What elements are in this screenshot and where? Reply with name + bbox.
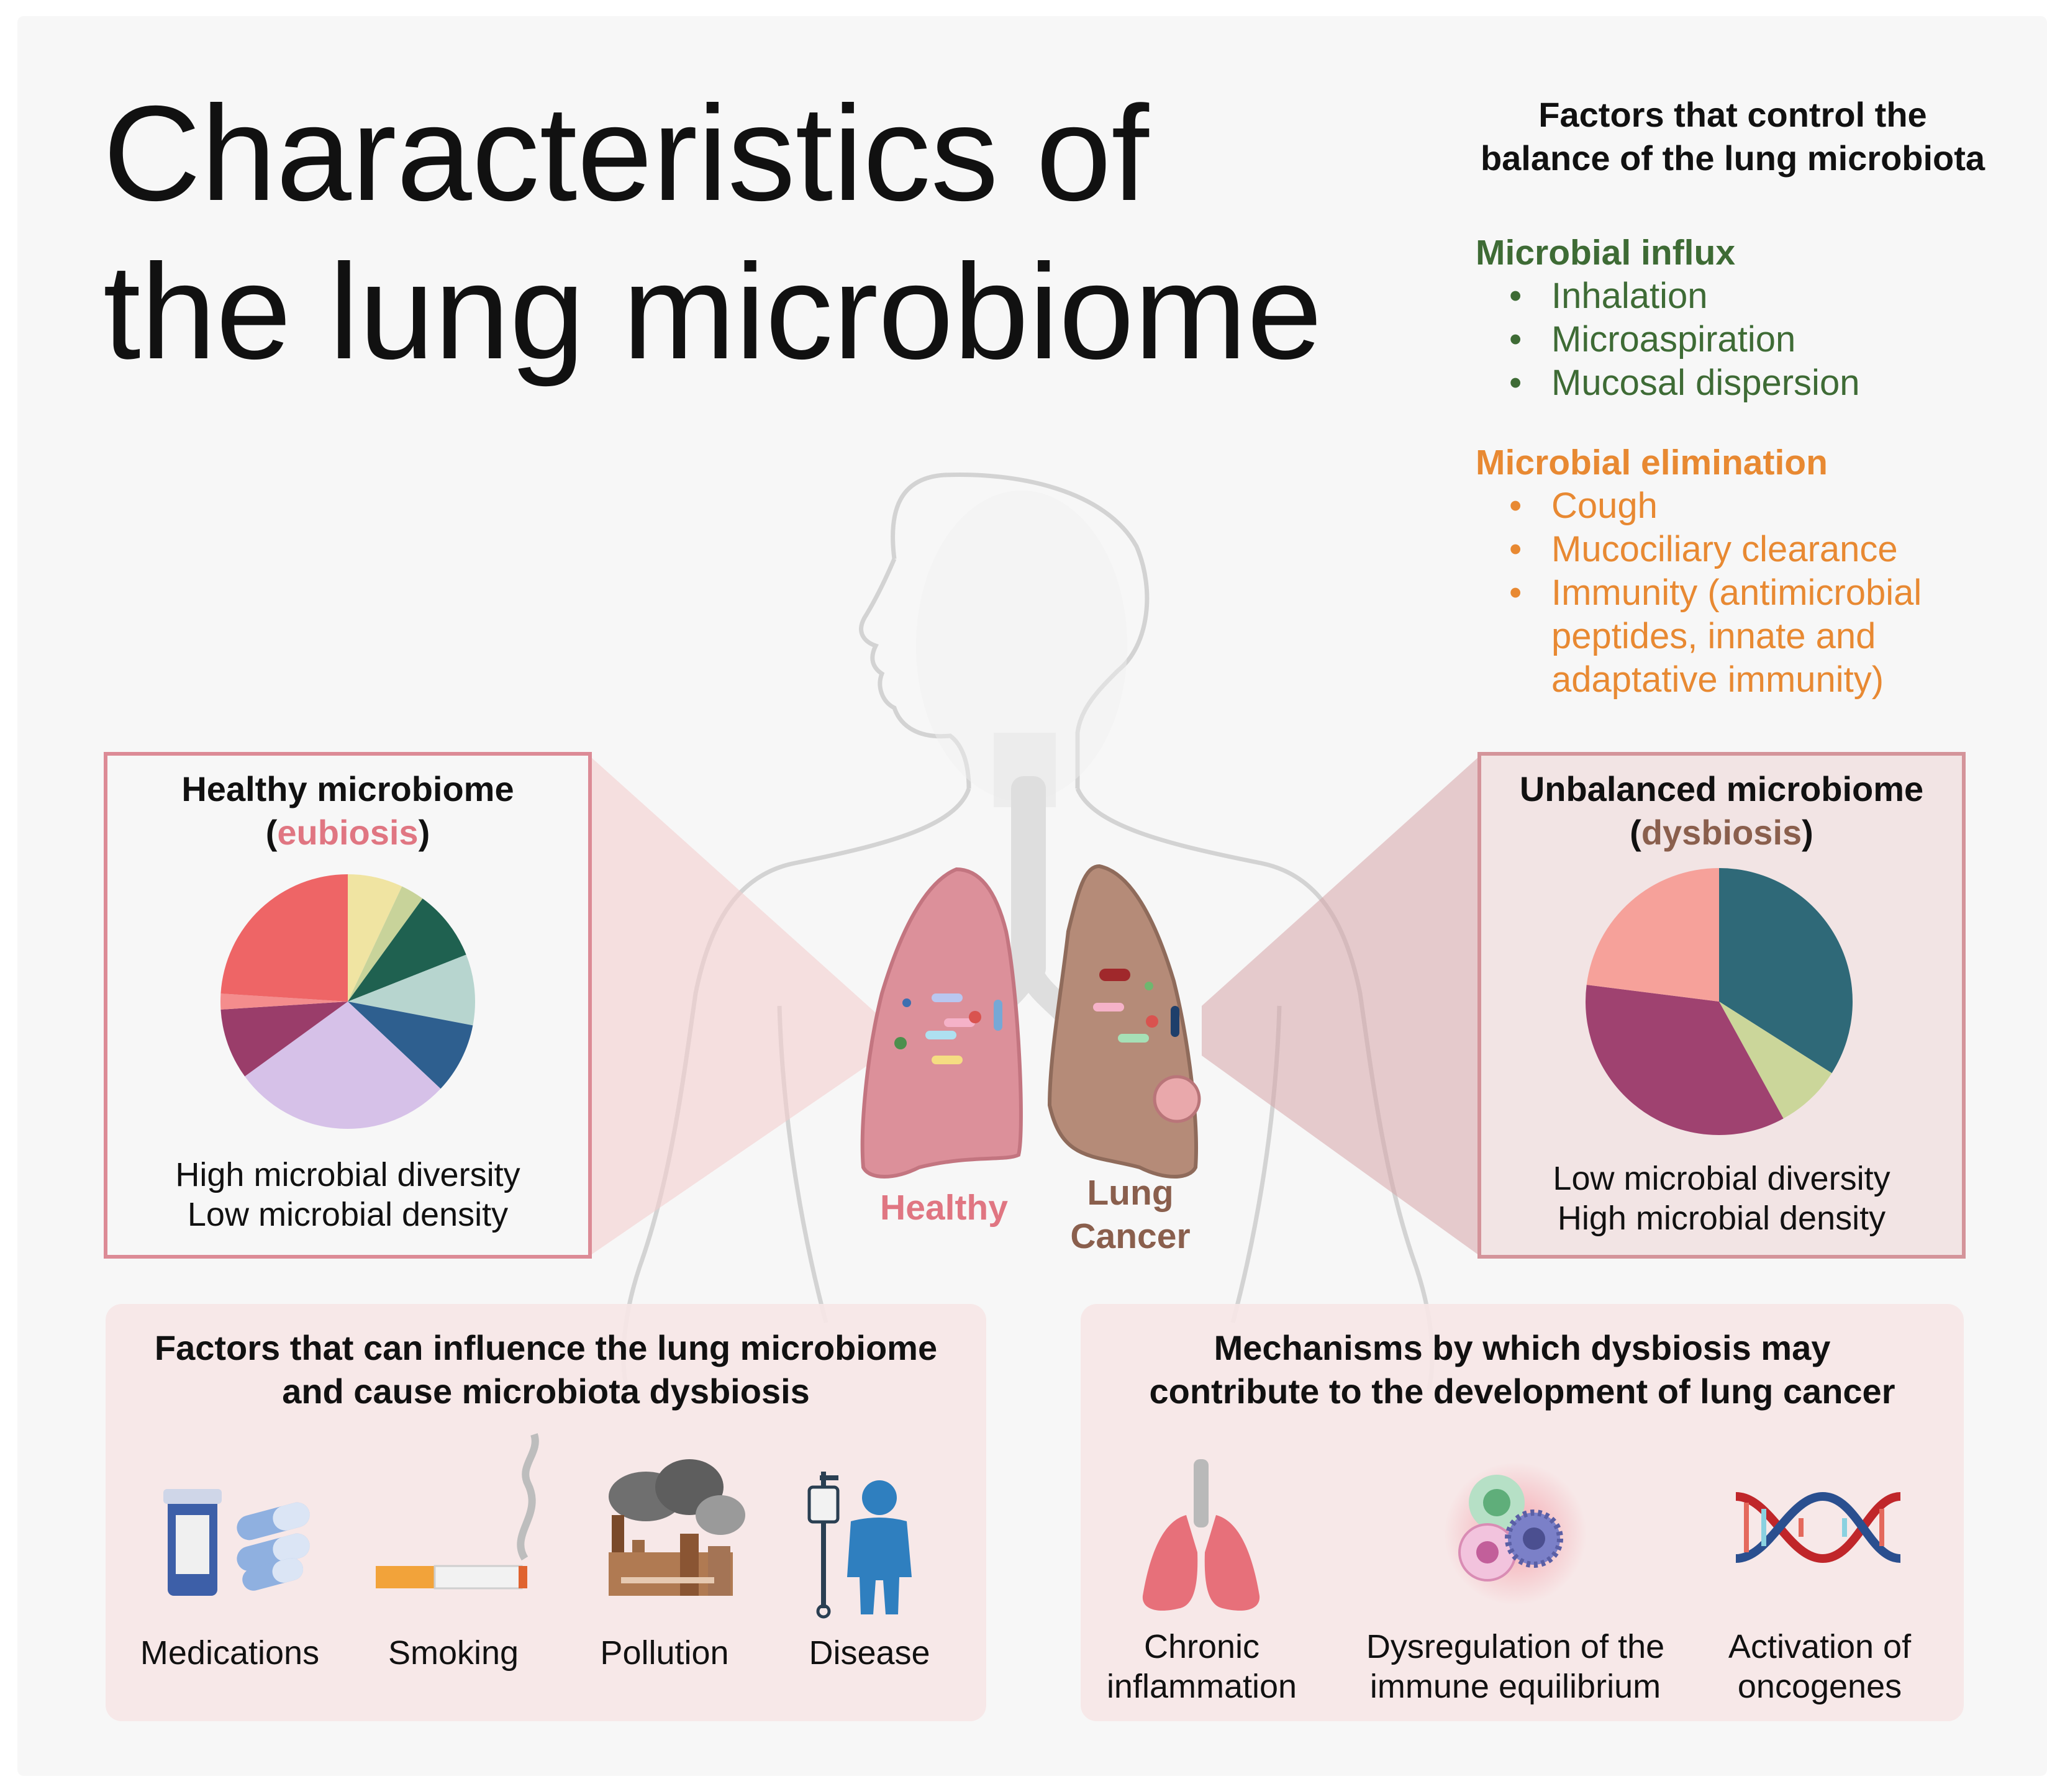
healthy-connector bbox=[590, 756, 882, 1256]
unbalanced-box-title: Unbalanced microbiome (dysbiosis) bbox=[1519, 769, 1924, 852]
smoking-label: Smoking bbox=[388, 1634, 519, 1672]
dysbiosis-term: dysbiosis bbox=[1641, 813, 1802, 852]
medications-label: Medications bbox=[140, 1634, 320, 1672]
cigarette-icon bbox=[376, 1433, 539, 1590]
pollution-label: Pollution bbox=[600, 1634, 729, 1672]
immune-cells-icon bbox=[1444, 1462, 1587, 1605]
cancer-lung-label: Lung Cancer bbox=[1070, 1173, 1191, 1256]
healthy-box-title: Healthy microbiome (eubiosis) bbox=[181, 769, 514, 852]
oncogene-activation-label: Activation of oncogenes bbox=[1728, 1628, 1912, 1705]
dysbiosis-connector bbox=[1202, 756, 1479, 1256]
mechanism-panel-title: Mechanisms by which dysbiosis may contri… bbox=[1149, 1328, 1895, 1411]
factory-icon bbox=[609, 1459, 745, 1596]
pie-slice bbox=[220, 1002, 348, 1077]
chronic-inflammation-label: Chronic inflammation bbox=[1106, 1628, 1297, 1705]
pie-slice bbox=[348, 898, 466, 1002]
pie-slice bbox=[245, 1002, 441, 1129]
factors-heading: Factors that control the balance of the … bbox=[1480, 95, 1986, 178]
pie-slice bbox=[1586, 985, 1784, 1135]
unbalanced-box-caption: Low microbial diversity High microbial d… bbox=[1553, 1160, 1890, 1237]
pill-bottle-icon bbox=[163, 1489, 310, 1596]
disease-label: Disease bbox=[809, 1634, 930, 1672]
list-item: Microaspiration bbox=[1509, 318, 1859, 361]
elimination-list: Cough Mucociliary clearance Immunity (an… bbox=[1509, 484, 1994, 702]
page-title: Characteristics of the lung microbiome bbox=[103, 78, 1322, 387]
list-item: Mucosal dispersion bbox=[1509, 361, 1859, 405]
inflamed-lungs-icon bbox=[1142, 1459, 1260, 1611]
list-item: Cough bbox=[1509, 484, 1994, 528]
healthy-lung-label: Healthy bbox=[880, 1188, 1008, 1228]
list-item: Mucociliary clearance bbox=[1509, 528, 1994, 571]
cancer-lung bbox=[1047, 864, 1201, 1179]
list-item: Inhalation bbox=[1509, 274, 1859, 318]
elimination-heading: Microbial elimination bbox=[1476, 443, 1828, 482]
pie-slice bbox=[1586, 868, 1719, 1002]
healthy-box-caption: High microbial diversity Low microbial d… bbox=[175, 1156, 520, 1233]
dysbiosis-pie-chart bbox=[1586, 868, 1853, 1135]
pie-slice bbox=[348, 1002, 473, 1089]
pie-slice bbox=[1719, 1002, 1832, 1119]
influx-list: Inhalation Microaspiration Mucosal dispe… bbox=[1509, 274, 1859, 405]
pie-slice bbox=[1719, 868, 1853, 1074]
pie-slice bbox=[220, 993, 348, 1010]
healthy-pie-chart bbox=[220, 874, 476, 1129]
influence-panel-title: Factors that can influence the lung micr… bbox=[154, 1328, 938, 1411]
pie-slice bbox=[348, 954, 476, 1026]
pie-slice bbox=[220, 874, 348, 1002]
patient-iv-icon bbox=[807, 1472, 912, 1619]
dna-helix-icon bbox=[1735, 1491, 1901, 1563]
healthy-lung bbox=[860, 867, 1023, 1179]
immune-dysregulation-label: Dysregulation of the immune equilibrium bbox=[1366, 1628, 1665, 1705]
pie-slice bbox=[348, 874, 402, 1002]
influx-heading: Microbial influx bbox=[1476, 233, 1736, 273]
influence-panel-bg bbox=[106, 1304, 986, 1721]
pie-slice bbox=[348, 886, 423, 1002]
list-item: Immunity (antimicrobial peptides, innate… bbox=[1509, 571, 1994, 702]
eubiosis-term: eubiosis bbox=[277, 813, 419, 852]
